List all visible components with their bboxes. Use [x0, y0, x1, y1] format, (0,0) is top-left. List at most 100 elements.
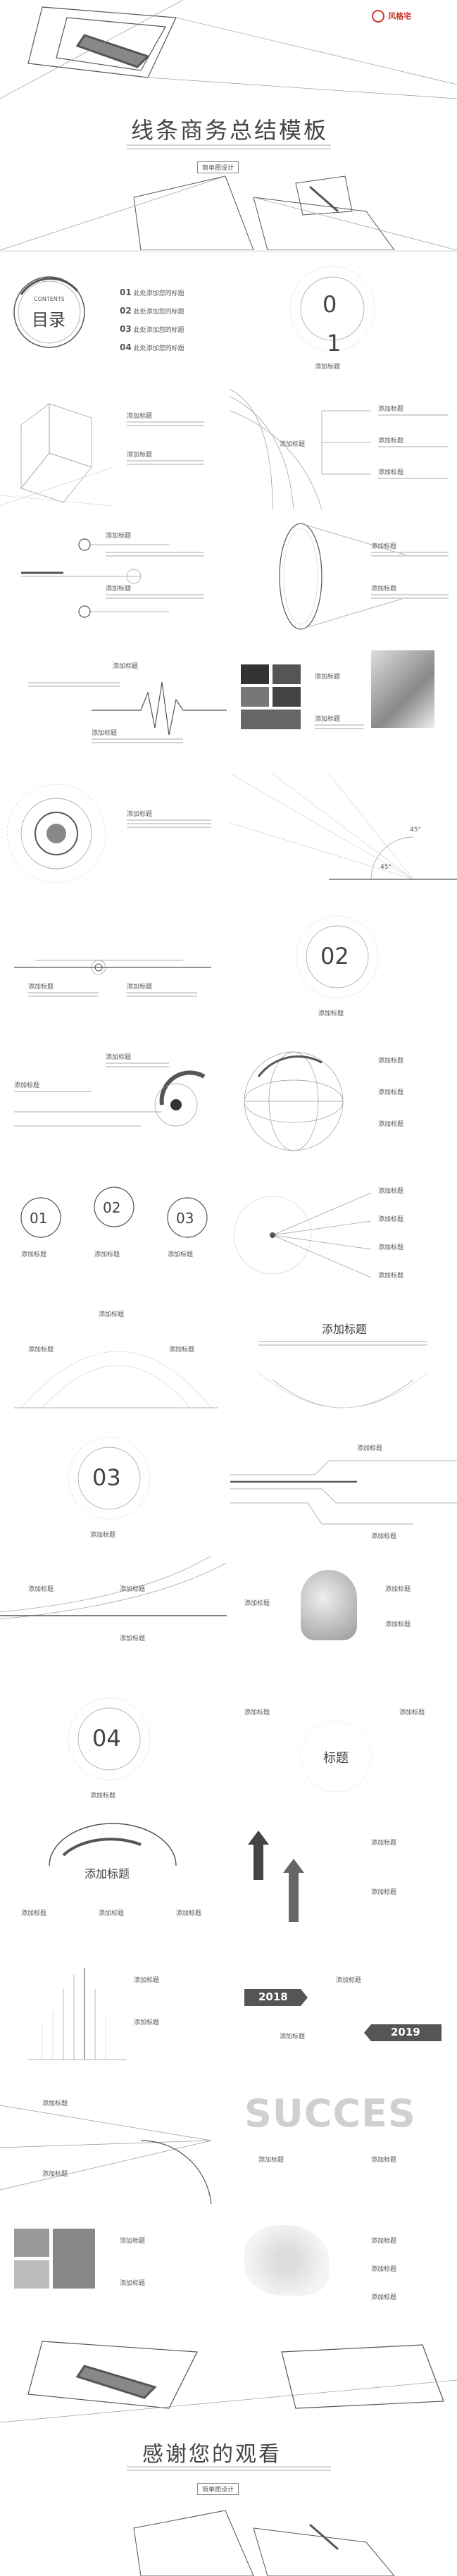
- year-ribbon-art: [244, 1989, 442, 2041]
- heading-label: 添加标题: [258, 2157, 284, 2164]
- heading-label: 添加标题: [378, 1272, 404, 1280]
- text-lines: [315, 724, 364, 734]
- toc-item[interactable]: 01 此处添加您的标题: [120, 287, 184, 297]
- heading-label: 添加标题: [371, 2294, 397, 2301]
- text-lines: [28, 682, 120, 692]
- heading-label: 添加标题: [371, 2266, 397, 2273]
- center-label: 添加标题: [280, 441, 306, 448]
- section-label: 添加标题: [318, 1010, 344, 1017]
- text-lines: [92, 738, 183, 748]
- ellipse-arc-art: [279, 523, 407, 630]
- heading-label: 添加标题: [113, 663, 139, 670]
- text-lines: [106, 1063, 169, 1072]
- heading-label: 添加标题: [127, 811, 153, 818]
- text-lines: [127, 992, 197, 1002]
- heading-label: 添加标题: [244, 1600, 270, 1607]
- heading-label: 添加标题: [371, 1840, 397, 1847]
- toc-item[interactable]: 04 此处添加您的标题: [120, 342, 184, 352]
- heading-label: 添加标题: [42, 2100, 68, 2107]
- closing-subtitle-lines: [127, 2466, 331, 2476]
- brand-logo: 风格宅: [372, 8, 411, 23]
- arc-banner-art: [49, 1823, 177, 1866]
- heading-label: 添加标题: [378, 1089, 404, 1096]
- heading-label: 添加标题: [99, 1910, 125, 1917]
- text-lines: [371, 594, 449, 604]
- text-lines: [258, 1341, 427, 1351]
- heading-label: 添加标题: [378, 1121, 404, 1128]
- photo-placeholder: [14, 2229, 49, 2257]
- heading-label: 添加标题: [378, 1058, 404, 1065]
- heading-label: 添加标题: [28, 984, 54, 991]
- sphere-grid-art: [14, 1351, 218, 1408]
- heading-label: 添加标题: [371, 2157, 397, 2164]
- text-lines: [378, 414, 449, 424]
- text-lines: [106, 594, 204, 604]
- photo-placeholder: [53, 2229, 95, 2289]
- center-title: 标题: [323, 1751, 349, 1766]
- slide-rays: 45° 45°: [230, 774, 457, 900]
- heading-label: 添加标题: [134, 2019, 160, 2026]
- heading-label: 添加标题: [127, 452, 153, 459]
- heading-label: 添加标题: [14, 1082, 40, 1089]
- slide-three-circles: 01 02 03 添加标题 添加标题 添加标题: [0, 1165, 227, 1292]
- section-number: 04: [92, 1725, 121, 1752]
- gap: [0, 250, 457, 252]
- circuit-lines-art: [230, 1460, 457, 1525]
- heading-label: 添加标题: [106, 533, 132, 540]
- toc-title: 目录: [32, 310, 65, 330]
- slide-globe: 添加标题 添加标题 添加标题: [230, 1034, 457, 1161]
- brand-logo-text: 风格宅: [388, 11, 412, 21]
- network-dots-art: [233, 1192, 372, 1278]
- text-lines: [127, 460, 204, 470]
- slide-arrows: 添加标题 添加标题: [230, 1816, 457, 1943]
- cover-title: 线条商务总结模板: [131, 117, 329, 144]
- heading-label: 添加标题: [92, 730, 118, 737]
- slide-room-photos: 添加标题 添加标题: [0, 2207, 227, 2334]
- slide-section-03: 03 添加标题: [0, 1425, 227, 1552]
- section-number: 03: [92, 1464, 121, 1491]
- slide-cover: 风格宅 线条商务总结模板 简单图设计: [0, 0, 457, 250]
- slide-hand-title: 标题 添加标题 添加标题: [230, 1686, 457, 1813]
- angle-label: 45°: [410, 826, 421, 834]
- arc-art: [258, 1372, 428, 1408]
- heading-label: 添加标题: [28, 1586, 54, 1593]
- toc-item[interactable]: 02 此处添加您的标题: [120, 306, 184, 316]
- slide-years: 2018 2019 添加标题 添加标题: [230, 1947, 457, 2074]
- heading-label: 添加标题: [378, 1188, 404, 1195]
- heading-label: 添加标题: [120, 1635, 146, 1642]
- slide-section-04: 04 添加标题: [0, 1686, 227, 1813]
- heading-label: 添加标题: [42, 2171, 68, 2178]
- bar-lines-art: [28, 1968, 127, 2060]
- circle-number: 03: [176, 1210, 194, 1227]
- year-ribbon: [364, 2024, 442, 2041]
- heading-label: 添加标题: [94, 1251, 120, 1258]
- closing-button[interactable]: 简单图设计: [197, 2483, 239, 2495]
- slide-arc-left: 添加标题 添加标题: [0, 2077, 227, 2204]
- heading-label: 添加标题: [378, 1244, 404, 1251]
- heading-label: 添加标题: [120, 1586, 146, 1593]
- heading-label: 添加标题: [168, 1251, 194, 1258]
- heading-label: 添加标题: [371, 2238, 397, 2245]
- heading-label: 添加标题: [99, 1311, 125, 1318]
- photo-skyscraper: [371, 650, 434, 728]
- slide-map: 添加标题 添加标题 添加标题: [230, 2207, 457, 2334]
- slide-rings: 添加标题: [0, 774, 227, 900]
- heading-label: 添加标题: [385, 1621, 411, 1628]
- heading-label: 添加标题: [176, 1910, 202, 1917]
- year-label: 2019: [391, 2026, 420, 2038]
- succes-word: SUCCES: [244, 2091, 416, 2136]
- toc-item[interactable]: 03 此处添加您的标题: [120, 324, 184, 334]
- cover-button[interactable]: 简单图设计: [197, 161, 239, 173]
- branch-label: 添加标题: [378, 469, 404, 476]
- circle-number: 02: [103, 1199, 121, 1216]
- arc-left-art: [0, 2105, 212, 2204]
- slide-hand: 添加标题 添加标题 添加标题: [230, 1556, 457, 1683]
- text-lines: [106, 552, 204, 562]
- slide-timeline: 添加标题 添加标题: [0, 904, 227, 1031]
- heading-label: 添加标题: [120, 2238, 146, 2245]
- branch-label: 添加标题: [378, 438, 404, 445]
- toc-ring-art: [13, 276, 85, 348]
- slide-sphere-grid: 添加标题 添加标题 添加标题: [0, 1295, 227, 1422]
- section-02-ring: [296, 915, 379, 998]
